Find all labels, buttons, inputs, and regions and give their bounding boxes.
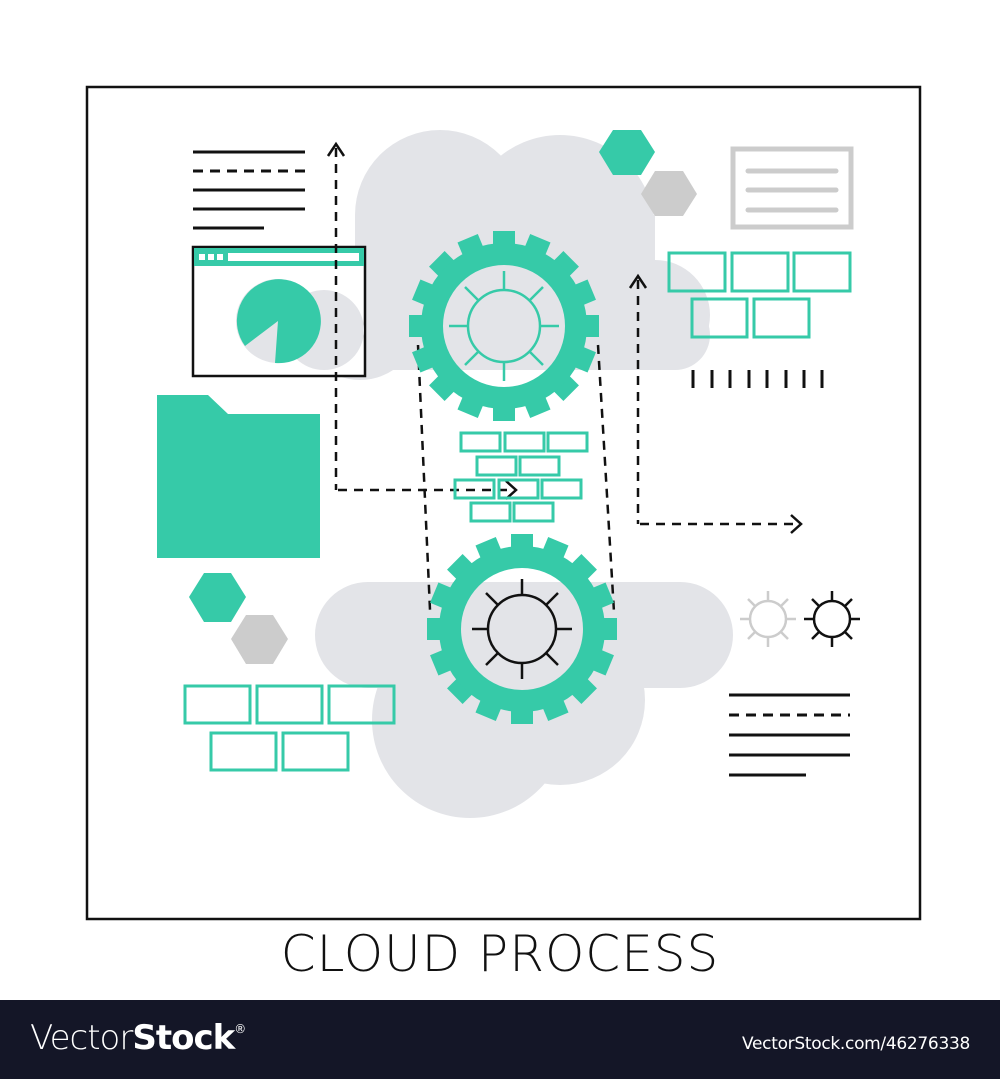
dashed-arrow-icon-right xyxy=(628,273,803,534)
brand-logo-bold: Stock xyxy=(132,1018,235,1058)
hexagon-icon-top xyxy=(599,130,697,216)
cloud-process-illustration xyxy=(85,85,922,921)
gear-icon-top xyxy=(409,231,599,421)
frame-border xyxy=(85,85,922,921)
brick-grid-icon-bottom-left xyxy=(183,684,396,772)
watermark-footer: VectorStock® VectorStock.com/46276338 xyxy=(0,1000,1000,1079)
brick-grid-icon-center xyxy=(453,431,589,523)
registered-mark: ® xyxy=(234,1022,246,1036)
sun-icon-gray xyxy=(740,591,796,647)
document-icon xyxy=(730,146,854,230)
brand-logo-light: Vector xyxy=(30,1018,133,1058)
text-lines-icon-top-left xyxy=(193,150,305,230)
text-lines-icon-bottom-right xyxy=(729,693,850,777)
pie-chart-icon xyxy=(236,279,321,364)
gear-icon-bottom xyxy=(427,534,617,724)
browser-window-icon xyxy=(191,245,367,378)
image-reference: VectorStock.com/46276338 xyxy=(742,1034,970,1054)
brick-grid-icon-top-right xyxy=(667,251,852,339)
gear-belt-lines xyxy=(416,344,616,613)
folder-icon xyxy=(157,395,320,558)
sun-icon-inner-bottom xyxy=(472,579,572,679)
sun-icon-black xyxy=(804,591,860,647)
hexagon-icon-bottom xyxy=(189,573,288,664)
brand-logo: VectorStock® xyxy=(30,1018,246,1058)
page-title: CLOUD PROCESS xyxy=(280,925,720,983)
tick-marks-icon xyxy=(691,370,824,388)
sun-icon-inner-top xyxy=(449,271,559,381)
